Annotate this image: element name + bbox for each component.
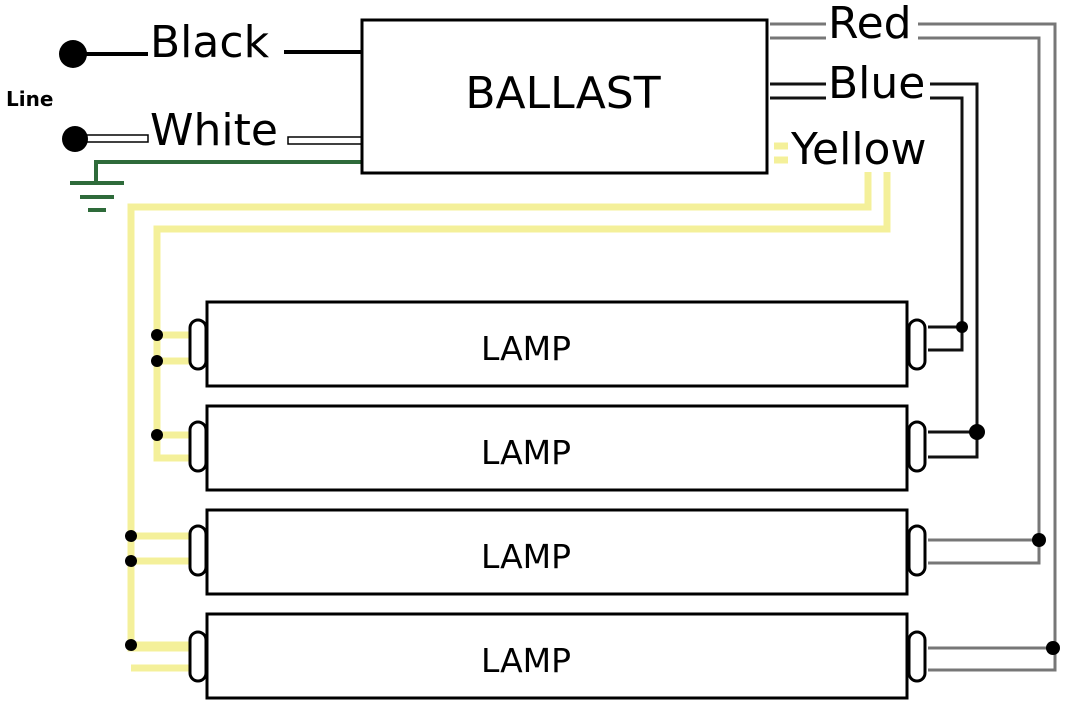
- lamp-2-label: LAMP: [481, 433, 571, 472]
- lamp-3-tube: [205, 508, 909, 596]
- blue-wire-label: Blue: [828, 58, 925, 109]
- white-wire-label: White: [150, 105, 278, 156]
- lamp-4: LAMP: [188, 612, 927, 700]
- junction-dot: [125, 530, 137, 542]
- red-wire-outer: [770, 22, 1057, 648]
- junction-dot: [151, 329, 163, 341]
- lamp-1-label: LAMP: [481, 329, 571, 368]
- ground-wire: [94, 160, 362, 183]
- junction-dots: [125, 321, 1060, 655]
- lamp-1-right-pin: [907, 318, 927, 371]
- line-wires: [59, 40, 363, 152]
- blue-lamp2-bot: [928, 432, 979, 459]
- ballast-label: BALLAST: [465, 68, 660, 119]
- lamp-4-tube: [205, 612, 909, 700]
- lamp-4-right-pin: [907, 630, 927, 683]
- lamp-3-right-pin: [907, 524, 927, 577]
- white-wire-left: [85, 134, 149, 143]
- lamp-1-tube: [205, 300, 909, 388]
- black-terminal-icon: [59, 40, 87, 68]
- yellow-lead-ballast: [774, 142, 788, 164]
- ballast-box: [360, 18, 769, 175]
- red-wire-inner: [770, 36, 1041, 540]
- line-label: Line: [6, 87, 53, 111]
- lamp-3-left-pin: [188, 524, 208, 577]
- junction-dot: [151, 355, 163, 367]
- red-lamp3-bot: [928, 540, 1041, 565]
- lamp-1-left-pin: [188, 318, 208, 371]
- lamp-4-label: LAMP: [481, 641, 571, 680]
- lamp-1: LAMP: [188, 300, 927, 388]
- junction-dot: [969, 424, 985, 440]
- yellow-wire-inner: [153, 172, 891, 462]
- junction-dot: [956, 321, 968, 333]
- blue-wire-outer: [770, 82, 979, 432]
- junction-dot: [151, 429, 163, 441]
- red-lamp4-bot: [928, 648, 1057, 672]
- lamp-2-tube: [205, 404, 909, 492]
- lamp-3: LAMP: [188, 508, 927, 596]
- black-wire-label: Black: [150, 17, 270, 68]
- lamp-2-right-pin: [907, 420, 927, 473]
- blue-lamp1-bot: [928, 327, 964, 352]
- junction-dot: [125, 555, 137, 567]
- junction-dot: [1032, 533, 1046, 547]
- yellow-wire-label: Yellow: [790, 124, 926, 175]
- blue-wire-inner: [770, 96, 964, 327]
- junction-dot: [1046, 641, 1060, 655]
- white-wire-right: [287, 136, 363, 145]
- red-wire-label: Red: [828, 0, 912, 49]
- lamp-4-left-pin: [188, 630, 208, 683]
- red-wires: [770, 22, 1057, 672]
- lamp-2: LAMP: [188, 404, 927, 492]
- blue-wires: [770, 82, 979, 459]
- lamp-2-left-pin: [188, 420, 208, 473]
- lamp-3-label: LAMP: [481, 537, 571, 576]
- ground: [70, 160, 362, 212]
- junction-dot: [125, 639, 137, 651]
- white-terminal-icon: [62, 126, 88, 152]
- ground-symbol-icon: [70, 181, 124, 212]
